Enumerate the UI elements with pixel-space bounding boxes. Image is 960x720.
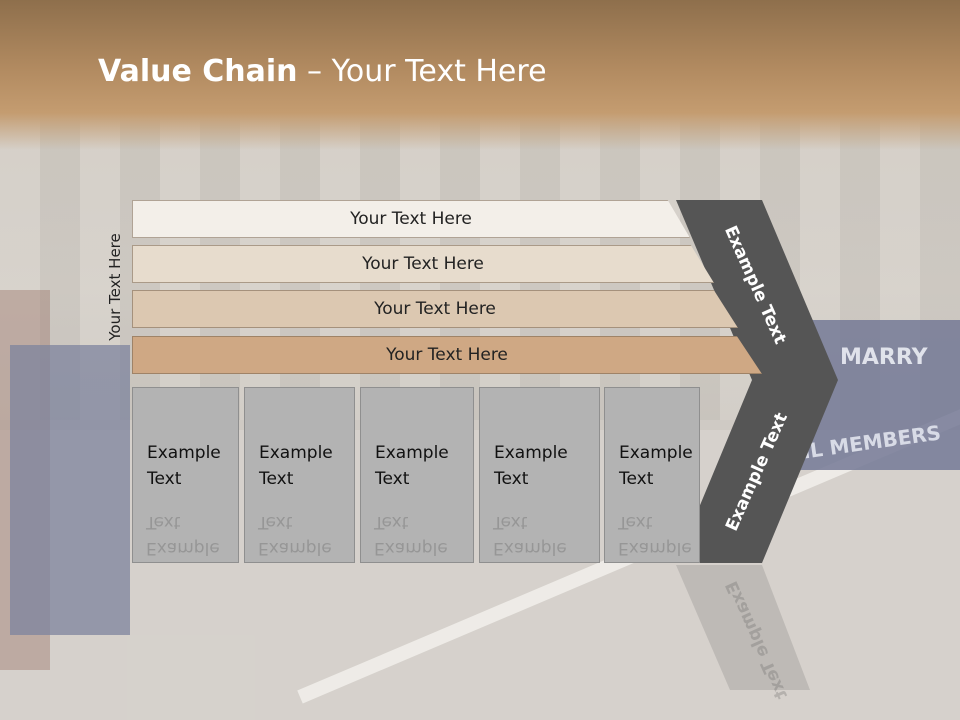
box-5-reflection: Example Text (604, 445, 700, 565)
box-1-label: Example Text (147, 443, 221, 489)
title-band (0, 0, 960, 150)
box-3-label: Example Text (375, 443, 449, 489)
box-5-reflection-label: Example Text (618, 512, 692, 558)
bar-4-label: Your Text Here (386, 345, 508, 365)
box-2: Example Text (244, 387, 355, 563)
bar-4: Your Text Here (132, 336, 762, 374)
box-4-reflection-label: Example Text (493, 512, 567, 558)
box-2-label: Example Text (259, 443, 333, 489)
bar-2-label: Your Text Here (362, 254, 484, 274)
background-banner-text: MARRY (840, 345, 928, 370)
box-1: Example Text (132, 387, 239, 563)
bar-1: Your Text Here (132, 200, 690, 238)
box-4-reflection: Example Text (479, 445, 600, 565)
box-2-reflection: Example Text (244, 445, 355, 565)
box-3-reflection: Example Text (360, 445, 474, 565)
box-3-reflection-label: Example Text (374, 512, 448, 558)
box-4-label: Example Text (494, 443, 568, 489)
box-3: Example Text (360, 387, 474, 563)
bar-3-label: Your Text Here (374, 299, 496, 319)
title-rest: – Your Text Here (297, 54, 547, 89)
bar-3: Your Text Here (132, 290, 738, 328)
title-bold: Value Chain (98, 54, 298, 89)
bar-2: Your Text Here (132, 245, 714, 283)
chevron-arrow (676, 200, 838, 563)
box-1-reflection-label: Example Text (146, 512, 220, 558)
slide-title: Value Chain – Your Text Here (98, 54, 547, 89)
box-1-reflection: Example Text (132, 445, 239, 565)
background-banner-left (10, 345, 130, 635)
box-4: Example Text (479, 387, 600, 563)
box-2-reflection-label: Example Text (258, 512, 332, 558)
box-5: Example Text (604, 387, 700, 563)
chevron-reflection (676, 565, 810, 690)
box-5-label: Example Text (619, 443, 693, 489)
bar-1-label: Your Text Here (350, 209, 472, 229)
